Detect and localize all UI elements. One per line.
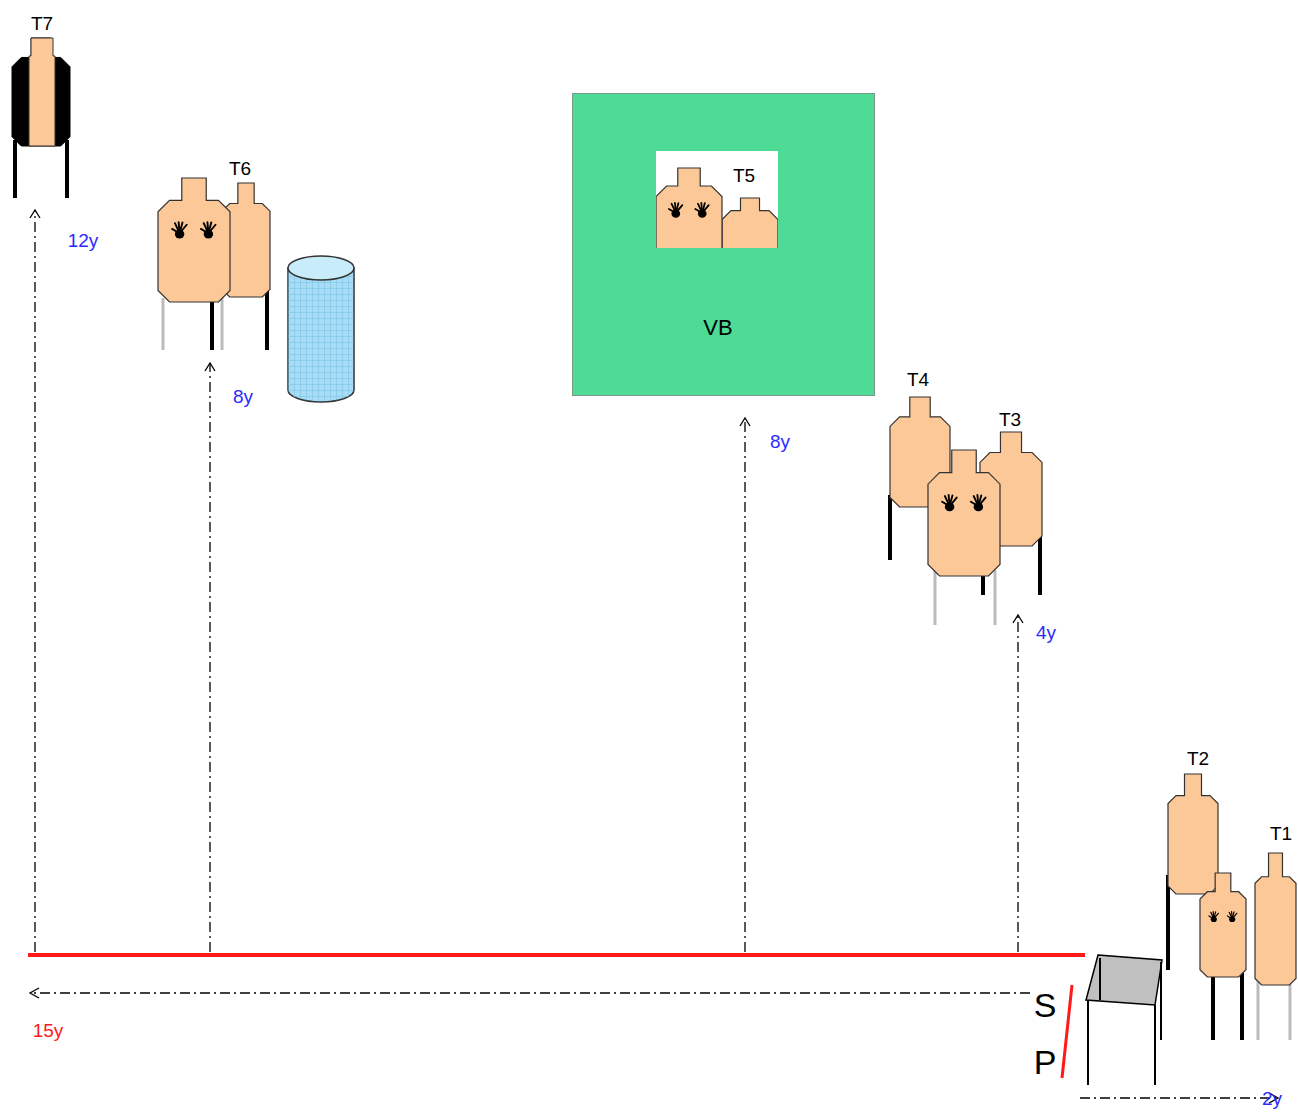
dimension-line [30, 992, 1030, 993]
start-marker: P [1034, 1045, 1057, 1079]
dimension-line [209, 363, 210, 952]
target-number: T3 [999, 410, 1021, 429]
target-stand [265, 290, 269, 350]
vision-barrier: VB [572, 93, 875, 396]
paper-target [1255, 853, 1296, 985]
dimension-line [744, 418, 745, 952]
start-position-line [1062, 985, 1072, 1078]
target-stand [1257, 980, 1260, 1040]
no-shoot-hand [172, 222, 187, 238]
no-shoot-hand [942, 495, 957, 511]
fault-line [28, 953, 1085, 957]
target-stand [1240, 965, 1244, 1040]
dimension-arrow [30, 988, 39, 998]
dimension-arrow [30, 210, 40, 218]
target-stand [934, 570, 937, 625]
target-number: T6 [229, 159, 251, 178]
paper-target [29, 38, 55, 146]
target-stand [888, 495, 892, 560]
hard-cover [12, 38, 70, 146]
dimension-line [34, 210, 35, 952]
target-stand [162, 298, 165, 350]
dimension-arrow [1013, 615, 1023, 623]
distance-label: 15y [33, 1021, 64, 1040]
distance-label: 2y [1262, 1089, 1282, 1108]
no-shoot-hand [201, 222, 216, 238]
target-number: T7 [31, 14, 53, 33]
target-stand [994, 570, 997, 625]
distance-label: 4y [1036, 623, 1056, 642]
target-number: T4 [907, 370, 929, 389]
target-number: T1 [1270, 824, 1292, 843]
dimension-arrow [205, 363, 215, 371]
target-stand [221, 298, 224, 350]
no-shoot-hand [1209, 912, 1218, 922]
dimension-line [1017, 615, 1018, 952]
paper-target [1200, 873, 1246, 977]
barrel [288, 256, 354, 402]
table [1086, 955, 1162, 1085]
target-number: T5 [733, 166, 755, 185]
paper-target [928, 450, 1000, 576]
target-stand [1038, 535, 1042, 595]
no-shoot-hand [971, 495, 986, 511]
start-marker: S [1034, 988, 1057, 1022]
target-stand [1166, 875, 1170, 970]
paper-target [1168, 774, 1218, 894]
no-shoot-hand [1227, 912, 1236, 922]
node-label: VB [703, 315, 732, 341]
distance-label: 8y [770, 432, 790, 451]
distance-label: 12y [68, 231, 99, 250]
target-stand [13, 140, 17, 198]
target-number: T2 [1187, 749, 1209, 768]
dimension-arrow [740, 418, 750, 426]
distance-label: 8y [233, 387, 253, 406]
target-stand [65, 140, 69, 198]
paper-target [158, 178, 230, 302]
target-stand [1289, 980, 1292, 1040]
dimension-line [1080, 1097, 1278, 1098]
